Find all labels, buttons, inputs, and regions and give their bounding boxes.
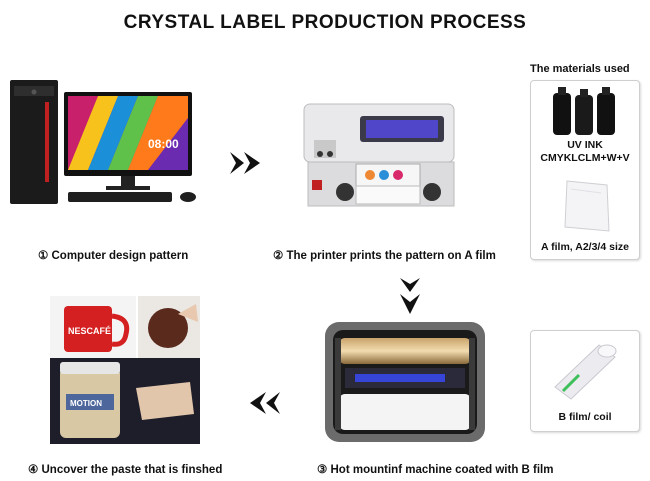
step-3-caption: ③ Hot mountinf machine coated with B fil…	[317, 464, 554, 476]
uv-ink-bottles-image	[549, 85, 621, 137]
uv-printer-illustration	[300, 100, 465, 210]
arrow-right-icon	[228, 150, 270, 176]
arrow-left-icon	[240, 390, 282, 416]
step-2-caption: ② The printer prints the pattern on A fi…	[273, 250, 496, 262]
arrow-down-icon	[398, 276, 422, 318]
step-1-caption: ① Computer design pattern	[38, 250, 189, 262]
materials-heading: The materials used	[530, 63, 630, 75]
finished-labels-photos: NESCAFÉ MOTION	[50, 296, 200, 444]
step-4-caption: ④ Uncover the paste that is finshed	[28, 464, 223, 476]
page-title: CRYSTAL LABEL PRODUCTION PROCESS	[123, 12, 527, 33]
b-film-label: B film/ coil	[558, 411, 612, 423]
laminator-photo	[325, 322, 485, 442]
jar-brand-text: MOTION	[70, 399, 102, 408]
a-film-label: A film, A2/3/4 size	[541, 241, 629, 253]
b-film-coil-image	[549, 339, 621, 401]
materials-a-box: UV INK CMYKLCLM+W+V A film, A2/3/4 size	[530, 80, 640, 260]
a-film-sheet-image	[561, 177, 613, 237]
mug-brand-text: NESCAFÉ	[68, 326, 111, 336]
uv-ink-label: UV INK	[567, 139, 603, 151]
monitor-clock: 08:00	[148, 137, 179, 151]
materials-b-box: B film/ coil	[530, 330, 640, 432]
uv-ink-colors-label: CMYKLCLM+W+V	[540, 152, 630, 164]
computer-illustration: 08:00	[8, 78, 208, 208]
